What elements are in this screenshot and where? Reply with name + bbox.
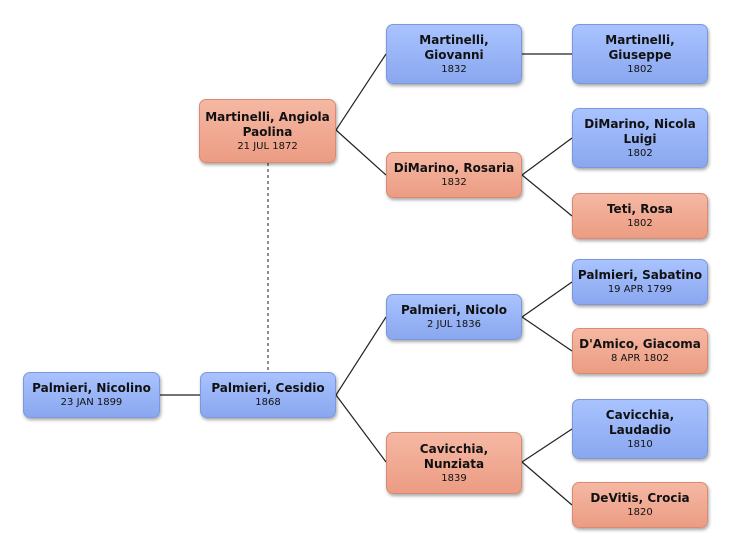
person-name: Palmieri, Sabatino — [577, 268, 703, 282]
person-name: Cavicchia, Nunziata — [419, 441, 489, 471]
person-card-dimarino-rosaria[interactable]: DiMarino, Rosaria 1832 — [386, 152, 522, 198]
person-card-damico-giacoma[interactable]: D'Amico, Giacoma 8 APR 1802 — [572, 328, 708, 374]
person-date: 2 JUL 1836 — [426, 319, 481, 330]
person-card-cavicchia-nunziata[interactable]: Cavicchia, Nunziata 1839 — [386, 432, 522, 494]
person-card-martinelli-giovanni[interactable]: Martinelli, Giovanni 1832 — [386, 24, 522, 84]
person-date: 1810 — [627, 438, 653, 450]
person-name: DiMarino, Rosaria — [393, 161, 515, 175]
person-card-palmieri-sabatino[interactable]: Palmieri, Sabatino 19 APR 1799 — [572, 259, 708, 305]
person-name: Cavicchia, Laudadio — [605, 407, 675, 437]
person-date: 19 APR 1799 — [607, 284, 673, 295]
connector-cesidio-nicolo — [335, 316, 387, 396]
person-date: 1820 — [627, 507, 653, 518]
person-name: Palmieri, Cesidio — [211, 381, 325, 395]
connector-rosaria-nicola — [521, 137, 573, 176]
person-name: Martinelli, Angiola Paolina — [205, 109, 330, 139]
person-name: D'Amico, Giacoma — [579, 337, 701, 351]
person-name: Martinelli, Giuseppe — [605, 32, 675, 62]
person-date: 8 APR 1802 — [611, 353, 669, 364]
person-card-martinelli-angiola-paolina[interactable]: Martinelli, Angiola Paolina 21 JUL 1872 — [199, 99, 336, 163]
connector-nicolo-sabatino — [521, 281, 573, 318]
person-card-martinelli-giuseppe[interactable]: Martinelli, Giuseppe 1802 — [572, 24, 708, 84]
person-name: DeVitis, Crocia — [590, 491, 690, 505]
connector-nicolo-giacoma — [521, 316, 573, 352]
connector-angiola-giovanni — [335, 53, 387, 131]
person-date: 1802 — [627, 147, 653, 159]
person-date: 1802 — [627, 63, 653, 75]
person-card-palmieri-cesidio[interactable]: Palmieri, Cesidio 1868 — [200, 372, 336, 418]
person-name: Martinelli, Giovanni — [419, 32, 489, 62]
connector-rosaria-rosa — [521, 174, 573, 217]
person-card-devitis-crocia[interactable]: DeVitis, Crocia 1820 — [572, 482, 708, 528]
person-date: 1868 — [255, 397, 281, 408]
connector-nunziata-crocia — [521, 461, 573, 506]
person-card-teti-rosa[interactable]: Teti, Rosa 1802 — [572, 193, 708, 239]
person-date: 1832 — [441, 63, 467, 75]
person-date: 21 JUL 1872 — [237, 140, 298, 152]
person-date: 1839 — [441, 472, 467, 484]
person-date: 1802 — [627, 218, 653, 229]
person-name: Teti, Rosa — [606, 202, 674, 216]
connector-angiola-rosaria — [335, 129, 387, 176]
person-card-cavicchia-laudadio[interactable]: Cavicchia, Laudadio 1810 — [572, 399, 708, 459]
person-date: 23 JAN 1899 — [60, 397, 123, 408]
person-name: Palmieri, Nicolo — [400, 303, 508, 317]
person-name: DiMarino, Nicola Luigi — [584, 116, 696, 146]
connector-cesidio-nunziata — [335, 394, 387, 463]
person-date: 1832 — [441, 177, 467, 188]
connector-nunziata-laudadio — [521, 428, 573, 463]
person-card-palmieri-nicolo[interactable]: Palmieri, Nicolo 2 JUL 1836 — [386, 294, 522, 340]
person-card-palmieri-nicolino[interactable]: Palmieri, Nicolino 23 JAN 1899 — [23, 372, 160, 418]
person-card-dimarino-nicola-luigi[interactable]: DiMarino, Nicola Luigi 1802 — [572, 108, 708, 168]
person-name: Palmieri, Nicolino — [32, 381, 151, 395]
